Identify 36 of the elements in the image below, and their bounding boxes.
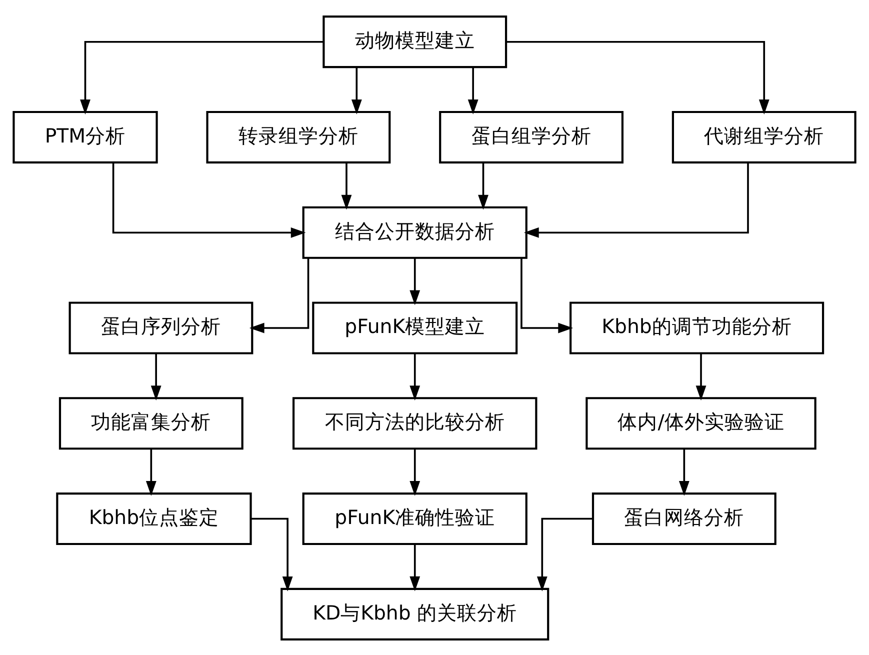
node-box: 结合公开数据分析: [302, 206, 528, 258]
node-box: 转录组学分析: [206, 110, 391, 164]
node-box: 功能富集分析: [58, 396, 244, 450]
arrow: [146, 448, 156, 496]
node-box: 蛋白网络分析: [592, 492, 776, 545]
node-box: pFunK准确性验证: [302, 492, 528, 545]
arrow: [251, 517, 293, 591]
arrow: [410, 353, 420, 400]
arrow: [478, 162, 488, 210]
arrow: [112, 162, 306, 238]
node-box: PTM分析: [12, 110, 158, 164]
node-box: 不同方法的比较分析: [292, 396, 538, 450]
node-box: 体内/体外实验验证: [586, 396, 816, 450]
arrow: [520, 258, 574, 333]
arrow: [249, 258, 310, 333]
node-box: 蛋白序列分析: [68, 301, 254, 354]
arrow: [150, 353, 162, 400]
arrow: [80, 40, 324, 114]
node-box: Kbhb的调节功能分析: [570, 301, 824, 354]
arrow: [524, 162, 749, 238]
arrow: [341, 162, 352, 210]
node-box: 代谢组学分析: [672, 110, 856, 164]
arrow: [410, 258, 420, 305]
node-box: pFunK模型建立: [312, 301, 518, 354]
arrow: [468, 66, 478, 114]
arrow: [678, 448, 690, 496]
node-box: 蛋白组学分析: [439, 110, 624, 164]
arrow: [536, 517, 593, 591]
arrow: [506, 40, 770, 114]
node-box: KD与Kbhb 的关联分析: [280, 587, 550, 640]
arrow: [410, 448, 420, 496]
node-box: 动物模型建立: [322, 15, 508, 68]
node-box: Kbhb位点鉴定: [56, 492, 252, 545]
arrow: [410, 544, 420, 591]
arrow: [351, 66, 362, 114]
arrow: [696, 353, 706, 400]
